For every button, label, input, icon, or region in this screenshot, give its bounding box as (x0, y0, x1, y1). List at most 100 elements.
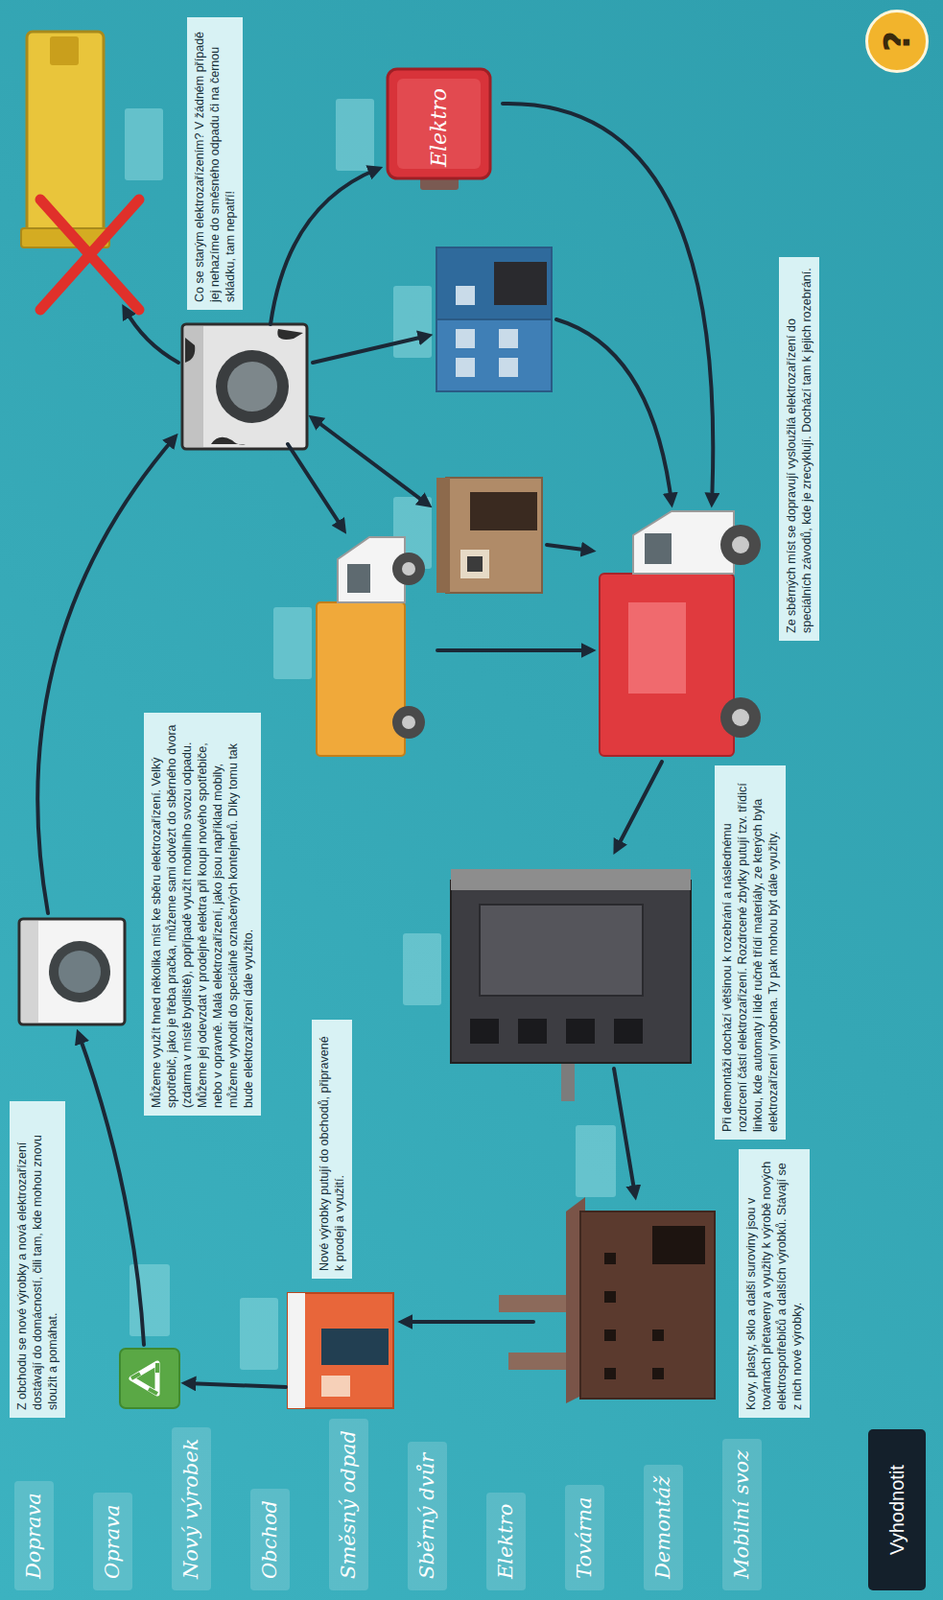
flow-arrow (615, 761, 662, 850)
washing-machine (48, 941, 111, 1003)
repair-shop (436, 477, 543, 593)
transport-truck (731, 708, 750, 727)
cross-mark (40, 199, 140, 310)
node-text: Demontáž (651, 1476, 675, 1580)
shop-building (287, 1293, 394, 1409)
collection-van (401, 562, 416, 576)
collection-yard (436, 247, 552, 320)
collection-yard (498, 357, 519, 378)
node-text: ? (878, 30, 916, 52)
node-text: Doprava (22, 1492, 46, 1580)
transport-truck (720, 524, 761, 566)
info-note: Nové výrobky putují do obchodů, připrave… (311, 1019, 353, 1279)
answer-chip: Doprava (14, 1481, 54, 1591)
node-text: Obchod (258, 1500, 282, 1580)
collection-van (347, 564, 371, 593)
recycle-icon (119, 1348, 180, 1409)
washing-machine (21, 920, 39, 1023)
factory-building (604, 1329, 616, 1342)
flow-arrow (546, 544, 591, 551)
answer-chip: Obchod (250, 1488, 290, 1591)
factory-building (652, 1367, 664, 1380)
old-washing-machine (227, 361, 278, 412)
answer-chip: Nový výrobek (171, 1427, 212, 1591)
factory-building (604, 1252, 616, 1265)
old-washing-machine (185, 337, 195, 363)
old-washing-machine (182, 324, 307, 449)
answer-chip: Mobilní svoz (722, 1438, 762, 1591)
flow-arrow (312, 418, 428, 505)
flow-arrow (37, 103, 713, 1388)
waste-bin (49, 36, 79, 66)
factory-building (604, 1291, 616, 1303)
collection-container: Elektro (383, 65, 495, 190)
disassembly-plant (470, 1018, 499, 1044)
shop-building (321, 1375, 351, 1397)
node-text: Směsný odpad (336, 1430, 360, 1580)
info-note: Co se starým elektrozařízením? V žádném … (187, 17, 243, 310)
disassembly-plant (565, 1018, 595, 1044)
collection-van (316, 602, 405, 756)
flow-arrow (502, 103, 713, 503)
drop-target (402, 933, 442, 1006)
disassembly-plant (613, 1018, 643, 1044)
flow-arrow (270, 168, 378, 325)
drop-target (393, 285, 432, 358)
node-text: Elektro (494, 1504, 518, 1580)
drop-target (335, 98, 375, 171)
repair-shop (460, 549, 490, 579)
flow-arrow (402, 1320, 534, 1324)
transport-truck (720, 697, 761, 738)
answer-chip: Směsný odpad (329, 1418, 369, 1591)
collection-yard (436, 247, 552, 392)
old-washing-machine (182, 324, 307, 449)
cross-mark (40, 199, 140, 310)
collection-van (392, 706, 425, 739)
answer-chip: Oprava (93, 1492, 133, 1591)
node-text: Oprava (100, 1504, 124, 1580)
node-text: Co se starým elektrozařízením? V žádném … (192, 31, 237, 303)
flow-arrow (124, 308, 179, 363)
answer-chip: Továrna (565, 1485, 605, 1592)
flow-arrow (78, 1034, 144, 1345)
repair-shop (436, 477, 450, 593)
flow-arrow (613, 1068, 636, 1196)
drop-target (124, 108, 164, 181)
flow-arrow (186, 1383, 286, 1388)
node-text: Nový výrobek (179, 1438, 203, 1580)
recycle-icon (131, 1363, 158, 1394)
collection-van (401, 715, 416, 730)
transport-truck (628, 602, 686, 694)
old-washing-machine (184, 326, 204, 448)
washing-machine (58, 950, 101, 993)
drop-target (273, 607, 312, 680)
old-washing-machine (215, 350, 289, 424)
drop-target (575, 1125, 616, 1198)
answer-chip: Elektro (486, 1492, 526, 1591)
shop-building (287, 1293, 394, 1409)
transport-truck (731, 536, 750, 554)
transport-truck (644, 533, 672, 565)
answer-chip: Sběrný dvůr (407, 1441, 448, 1591)
answer-chip: Demontáž (643, 1464, 684, 1591)
washing-machine (19, 919, 125, 1025)
node-text: Ze sběrných míst se dopravují vysloužilá… (784, 267, 814, 634)
recycle-icon (131, 1363, 158, 1394)
transport-truck (633, 511, 734, 574)
collection-yard (455, 329, 475, 349)
disassembly-plant (450, 880, 691, 1063)
recycle-icon (119, 1348, 180, 1409)
node-text: Kovy, plasty, sklo a další suroviny jsou… (744, 1161, 804, 1411)
factory-building (652, 1329, 664, 1342)
factory-building (498, 1197, 715, 1404)
flow-arrow (312, 335, 428, 363)
info-note: Kovy, plasty, sklo a další suroviny jsou… (738, 1149, 810, 1418)
transport-truck (599, 511, 761, 756)
info-note: Ze sběrných míst se dopravují vysloužilá… (778, 257, 820, 641)
flow-arrow (556, 319, 672, 503)
factory-building (652, 1225, 706, 1265)
info-note: Při demontáži dochází většinou k rozebrá… (714, 765, 786, 1140)
flow-arrow (437, 648, 591, 653)
repair-shop (470, 492, 538, 531)
